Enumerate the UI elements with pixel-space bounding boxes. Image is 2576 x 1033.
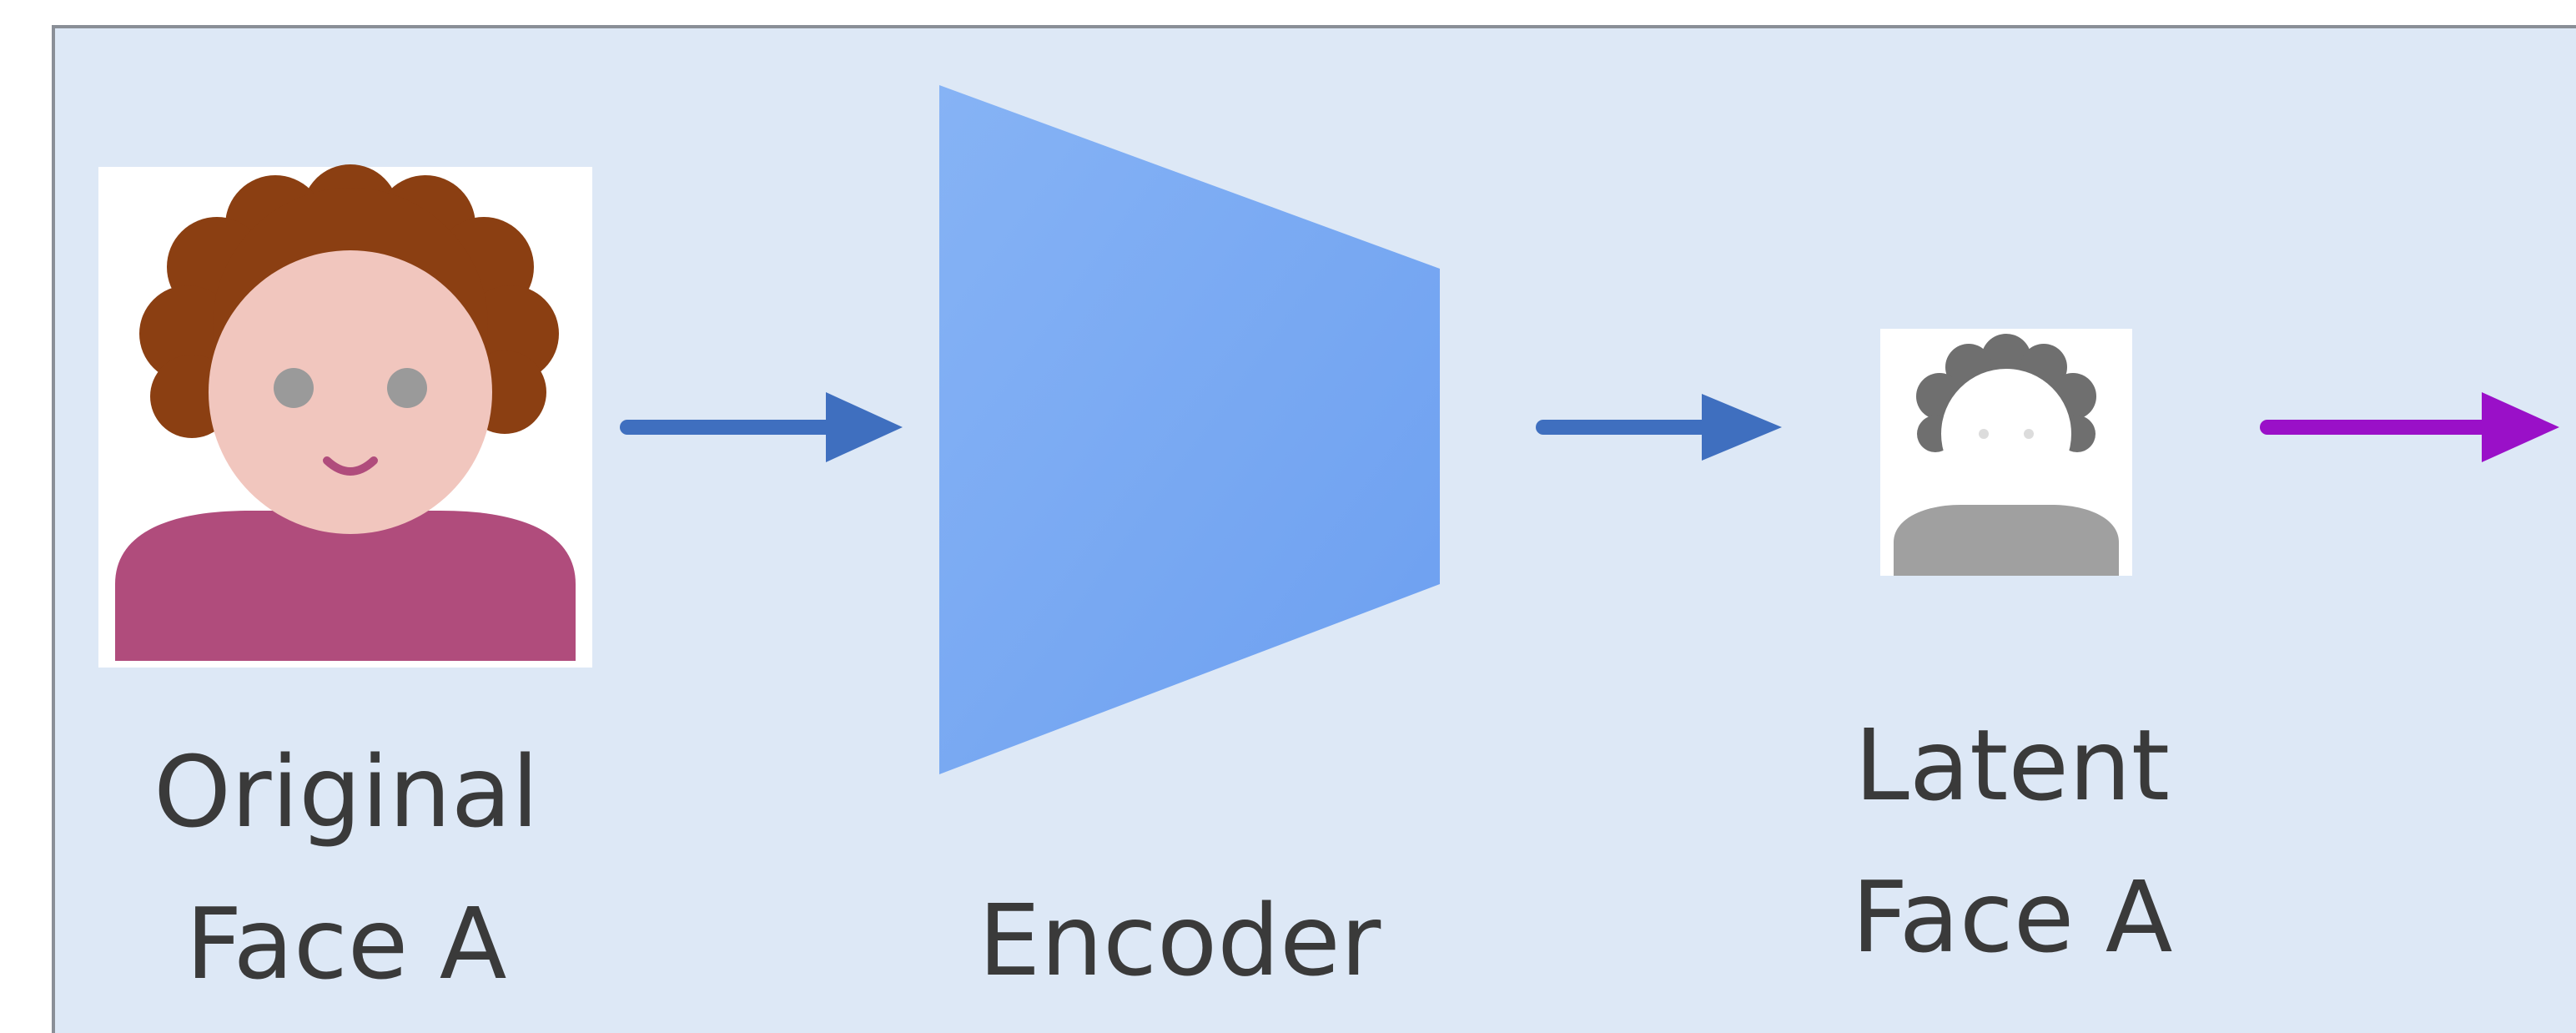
latent-face-label-line2: Face A (1851, 859, 2172, 975)
original-face-label-line2: Face A (185, 886, 506, 1001)
encoder-label: Encoder (979, 883, 1381, 998)
encoder-shape (939, 85, 1440, 774)
latent-face-label-line1: Latent (1854, 708, 2170, 823)
latent-face-icon (1880, 329, 2132, 576)
original-face-label-line1: Original (153, 734, 539, 849)
arrow-original-to-encoder (620, 392, 903, 462)
arrow-latent-to-next (2260, 392, 2559, 462)
arrow-encoder-to-latent (1536, 394, 1782, 461)
face-a-icon (98, 164, 592, 668)
